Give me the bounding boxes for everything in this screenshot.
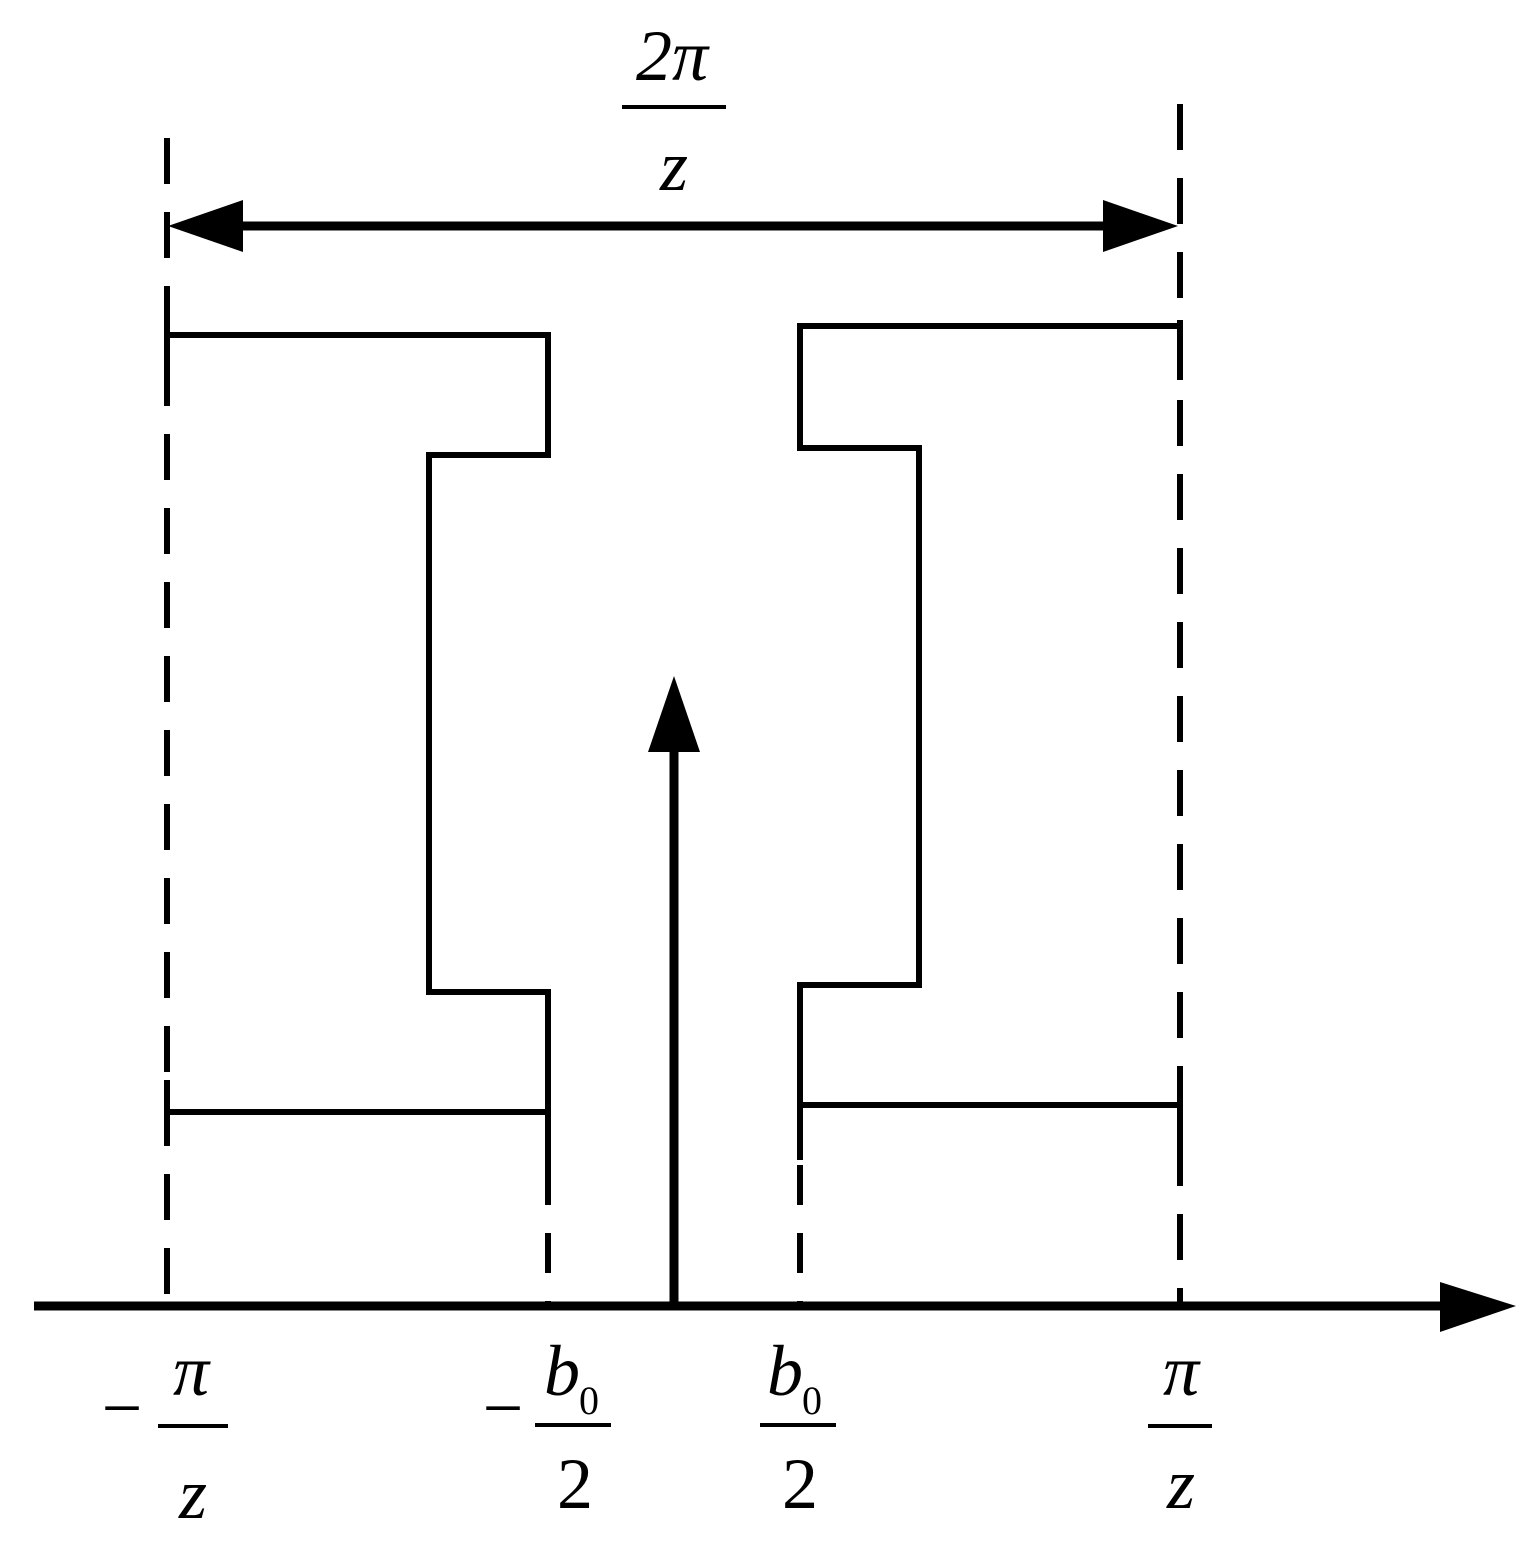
pitch-arrowhead-right — [1103, 200, 1178, 252]
tick-label-pi-over-z: π z — [1148, 1331, 1212, 1524]
tick-numerator: π — [173, 1331, 211, 1411]
y-axis-arrowhead — [648, 676, 700, 752]
left-slot-profile — [167, 332, 551, 1165]
tick-denominator: 2 — [557, 1444, 593, 1524]
tick-numerator: b — [544, 1331, 580, 1411]
tick-numerator-subscript: 0 — [579, 1378, 599, 1423]
tick-sign: − — [483, 1368, 524, 1448]
pitch-arrowhead-left — [168, 200, 243, 252]
pitch-label-denominator: z — [659, 126, 688, 206]
tick-sign: − — [102, 1368, 143, 1448]
tick-denominator: z — [1166, 1444, 1195, 1524]
x-axis-arrowhead — [1440, 1282, 1516, 1332]
tick-denominator: 2 — [782, 1444, 818, 1524]
tick-numerator: π — [1163, 1331, 1201, 1411]
tick-label-neg-pi-over-z: − π z — [102, 1331, 228, 1534]
pitch-label: 2π z — [622, 16, 726, 206]
pitch-label-numerator: 2π — [636, 16, 710, 96]
tick-numerator-subscript: 0 — [802, 1378, 822, 1423]
tick-denominator: z — [178, 1454, 207, 1534]
tick-label-b0-over-2: b 0 2 — [760, 1331, 836, 1524]
tick-numerator: b — [767, 1331, 803, 1411]
right-slot-profile — [797, 323, 1180, 1160]
tick-label-neg-b0-over-2: − b 0 2 — [483, 1331, 611, 1524]
